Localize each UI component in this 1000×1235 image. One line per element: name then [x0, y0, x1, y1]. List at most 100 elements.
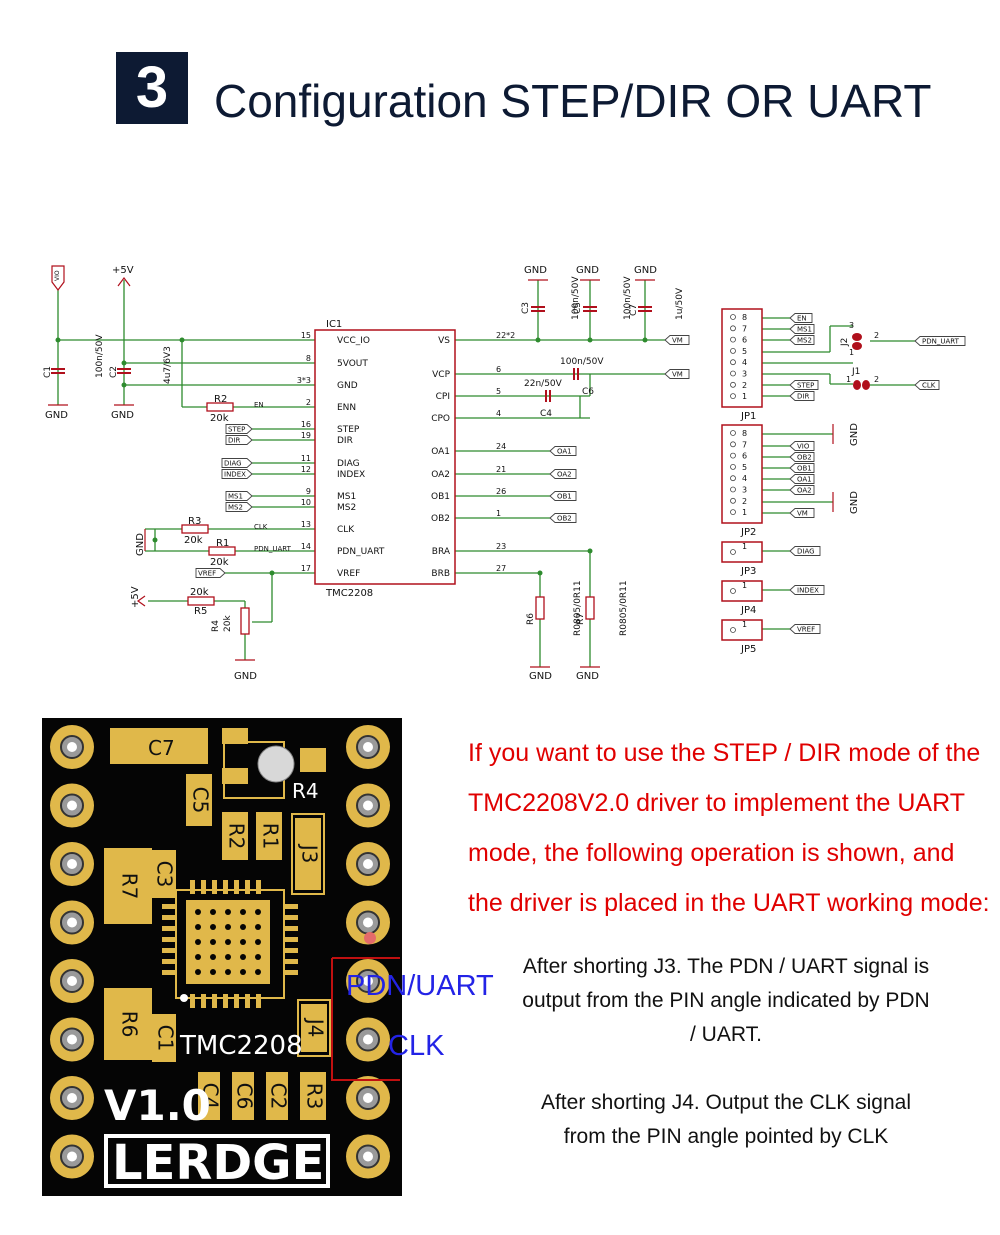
ic-pin-name: INDEX: [337, 470, 365, 480]
gnd-label: GND: [576, 671, 599, 682]
net-en: EN: [254, 401, 264, 409]
net-flag-label: OA2: [797, 487, 812, 495]
net-flag: [195, 568, 226, 578]
jumper-pin-number: 1: [742, 508, 747, 517]
jumper-pin-number: 5: [742, 463, 747, 472]
gnd-label: GND: [529, 671, 552, 682]
net-flag-label: OB2: [797, 454, 812, 462]
net-flag: [789, 391, 815, 401]
ic-pin-number: 19: [301, 431, 311, 440]
pcb-silk-label: C4: [199, 1083, 223, 1110]
c6-value: 100n/50V: [560, 357, 604, 367]
ic-pin-number: 8: [306, 354, 311, 363]
jp1-label: JP1: [740, 411, 756, 422]
net-flag-label: OB2: [557, 515, 572, 523]
ic-pin-number: 2: [306, 398, 311, 407]
jumper-pin: [730, 497, 736, 504]
svg-text:3: 3: [849, 321, 854, 330]
ic-pin-name: MS2: [337, 503, 356, 513]
jumper-pin-number: 6: [742, 336, 747, 345]
net-flag: [789, 463, 815, 473]
c3-value: 100n/50V: [571, 276, 581, 320]
pcb-silk-label: C1: [154, 1025, 178, 1052]
c5-ref: C5: [573, 302, 583, 314]
jumper-pin: [730, 452, 736, 459]
r4-ref: R4: [211, 620, 221, 632]
pcb-silk-label: C2: [267, 1083, 291, 1110]
silk-c7: C7: [148, 736, 175, 760]
r2-ref: R2: [214, 394, 227, 405]
pdn-uart-pin-label: PDN/UART: [346, 970, 494, 1002]
ic-pin-number: 17: [301, 564, 311, 573]
ic-pin-name: DIAG: [337, 459, 360, 469]
net-flag: [549, 446, 577, 456]
svg-text:1: 1: [742, 581, 747, 590]
net-flag: [789, 335, 815, 345]
pcb-silk-label: R1: [259, 823, 283, 850]
c7-value: 1u/50V: [675, 287, 685, 320]
jumper-pin: [730, 370, 736, 377]
ic-pin-number: 16: [301, 420, 311, 429]
net-flag-label: DIR: [797, 393, 809, 401]
net-flag: [789, 624, 821, 634]
net-flag: [664, 335, 690, 345]
net-flag: [789, 485, 815, 495]
net-flag-label: VREF: [198, 570, 216, 578]
net-flag-label: VM: [672, 371, 683, 379]
pcb-silk-label: R6: [118, 1011, 142, 1038]
r4-value: 20k: [223, 615, 233, 632]
ic-pin-number: 15: [301, 331, 311, 340]
ic-pin-name: VCC_IO: [337, 336, 370, 346]
svg-text:1: 1: [742, 542, 747, 551]
ic-pin-number: 9: [306, 487, 311, 496]
net-flag-label: DIR: [228, 437, 240, 445]
net-flag: [914, 380, 940, 390]
r1-ref: R1: [216, 538, 229, 549]
ic-pin-name: STEP: [337, 425, 360, 435]
net-flag: [664, 369, 690, 379]
ic-pin-name: BRA: [432, 547, 451, 557]
net-flag-label: OB1: [557, 493, 572, 501]
net-clk: CLK: [254, 523, 268, 531]
ic-pin-number: 6: [496, 365, 501, 374]
ic-pin-number: 4: [496, 409, 501, 418]
net-flag: [789, 324, 815, 334]
gnd-label: GND: [135, 533, 146, 556]
ic-pin-number: 23: [496, 542, 506, 551]
net-flag-label: DIAG: [224, 460, 242, 468]
j1-label: J1: [851, 367, 860, 377]
net-flag: [225, 502, 253, 512]
net-flag-label: MS1: [797, 326, 812, 334]
net-flag-label: EN: [797, 315, 807, 323]
ic-pin-number: 14: [301, 542, 311, 551]
net-flag-label: VM: [797, 510, 808, 518]
net-flag-label: OA1: [557, 448, 572, 456]
ic-pin-name: CPO: [431, 414, 450, 424]
jumper-pin: [730, 509, 736, 515]
jumper-pin-number: 7: [742, 324, 747, 333]
uart-mode-instructions: If you want to use the STEP / DIR mode o…: [468, 739, 990, 917]
c1-value: 100n/50V: [95, 334, 105, 378]
net-flag-label: CLK: [922, 382, 936, 390]
ic-pin-name: GND: [337, 381, 358, 391]
ic-ref: IC1: [326, 319, 342, 330]
page-title: Configuration STEP/DIR OR UART: [214, 75, 932, 127]
c4-value: 22n/50V: [524, 379, 563, 389]
net-flag: [221, 469, 253, 479]
gnd-label: GND: [45, 410, 68, 421]
net-flag-label: MS2: [797, 337, 812, 345]
ic-pin-name: CPI: [436, 392, 450, 402]
silk-version: V1.0: [104, 1081, 211, 1130]
ic-pin-number: 22*2: [496, 331, 515, 340]
net-flag-label: VIO: [797, 443, 810, 451]
net-flag: [789, 546, 821, 556]
r6-ref: R6: [526, 613, 536, 625]
silk-brand: LERDGE: [112, 1135, 324, 1191]
ic-pin-number: 26: [496, 487, 506, 496]
c6-ref: C6: [582, 387, 594, 397]
jumper-pin-number: 8: [742, 313, 747, 322]
r5-value: 20k: [190, 587, 209, 598]
ic-pin-name: OA2: [431, 470, 450, 480]
ic-pin-name: ENN: [337, 403, 356, 413]
ic-pin-number: 3*3: [297, 376, 311, 385]
